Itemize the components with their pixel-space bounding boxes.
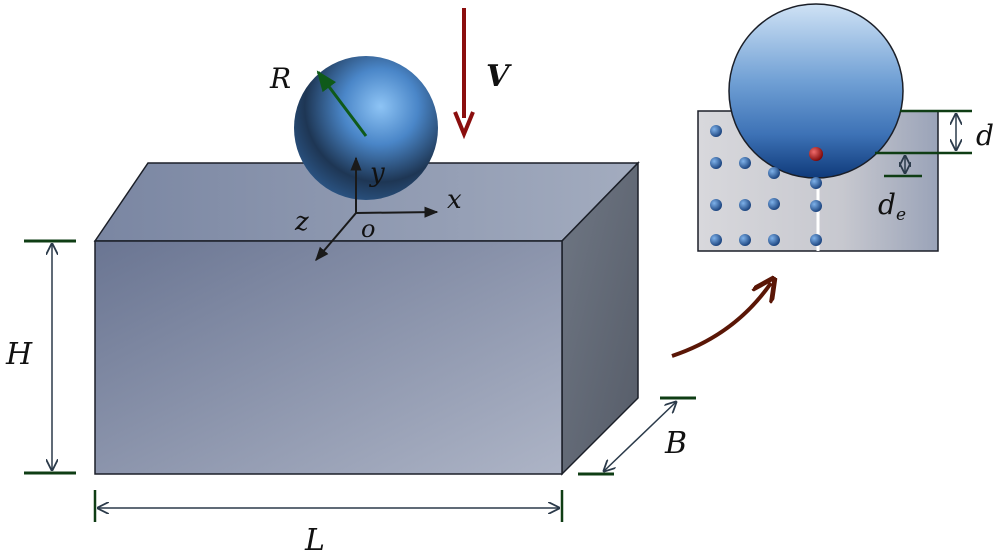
particle bbox=[739, 234, 751, 246]
block bbox=[93, 161, 640, 476]
effective-depth-main: d bbox=[878, 188, 896, 221]
x-axis bbox=[355, 206, 439, 218]
block-front-face bbox=[94, 240, 563, 475]
particle bbox=[739, 157, 751, 169]
particle bbox=[810, 200, 822, 212]
impactor-sphere bbox=[294, 56, 438, 200]
contact-particle bbox=[809, 147, 823, 161]
velocity-label: V bbox=[486, 59, 512, 94]
radius-arrow bbox=[316, 70, 368, 137]
breadth-label: B bbox=[664, 426, 687, 461]
z-axis-label: z bbox=[294, 207, 309, 237]
height-label: H bbox=[5, 337, 33, 372]
y-axis-label: y bbox=[369, 158, 385, 188]
particle bbox=[768, 234, 780, 246]
particle bbox=[810, 177, 822, 189]
effective-depth-subscript: e bbox=[896, 205, 906, 225]
particle bbox=[768, 198, 780, 210]
zoom-arrow bbox=[671, 283, 771, 358]
particle bbox=[710, 157, 722, 169]
particle bbox=[768, 167, 780, 179]
length-label: L bbox=[304, 523, 325, 557]
particle-grid bbox=[710, 125, 822, 246]
contact-inset bbox=[697, 3, 972, 252]
velocity-arrow bbox=[453, 8, 475, 140]
z-axis bbox=[315, 212, 357, 262]
particle bbox=[710, 125, 722, 137]
particle bbox=[710, 199, 722, 211]
particle bbox=[710, 234, 722, 246]
height-dimension bbox=[24, 239, 76, 475]
length-dimension bbox=[93, 490, 564, 522]
particle bbox=[739, 199, 751, 211]
breadth-dimension bbox=[578, 396, 696, 476]
particle bbox=[810, 234, 822, 246]
x-axis-label: x bbox=[447, 185, 462, 215]
origin-label: o bbox=[361, 215, 375, 243]
coordinate-axes bbox=[315, 156, 439, 262]
radius-label: R bbox=[269, 62, 291, 95]
depth-label: d bbox=[976, 119, 994, 152]
effective-depth-label: de bbox=[878, 188, 906, 225]
